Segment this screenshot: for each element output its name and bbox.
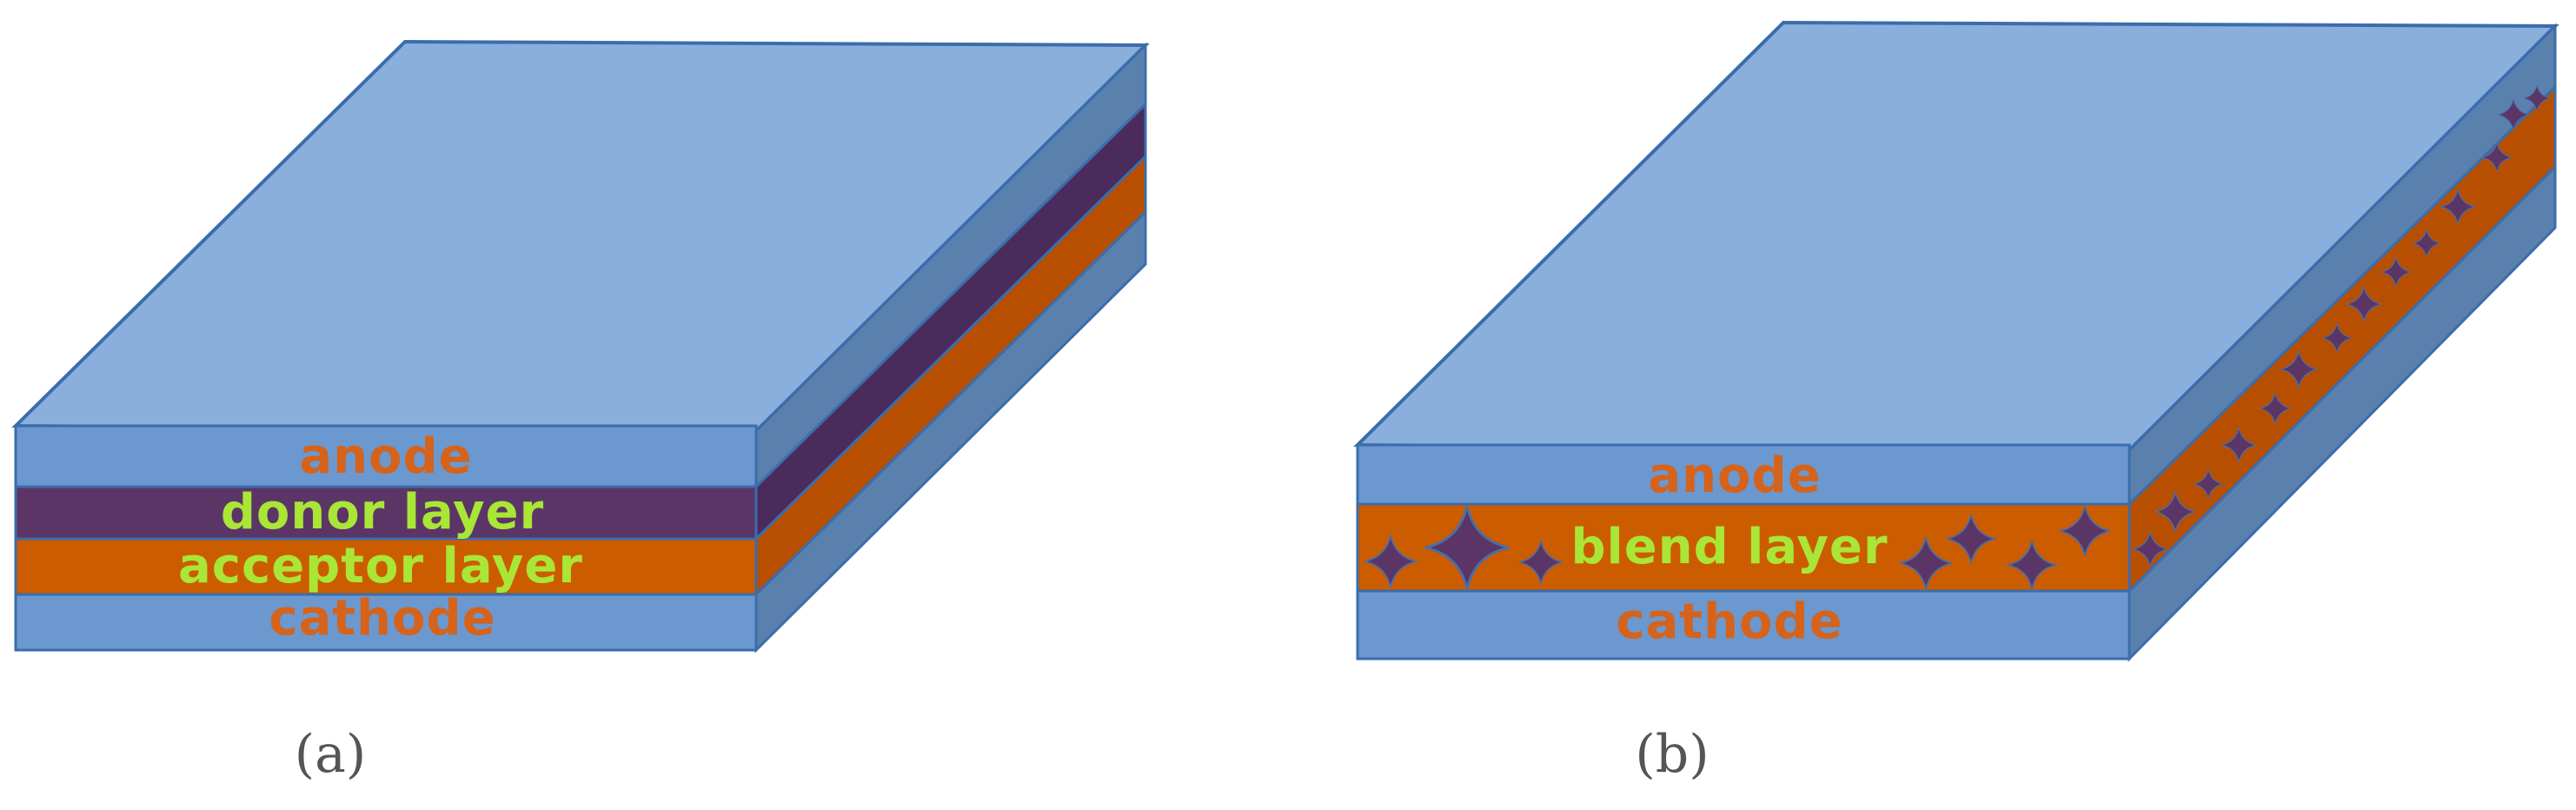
caption-b: (b): [1635, 724, 1709, 785]
blend-device: anode blend layer cathode (b): [1353, 20, 2559, 785]
device-b-anode: [1356, 443, 2131, 506]
caption-a: (a): [295, 724, 367, 785]
device-a-anode: [14, 424, 758, 488]
label-b-cathode: cathode: [1616, 594, 1842, 650]
label-a-acceptor: acceptor layer: [178, 538, 583, 594]
label-b-blend: blend layer: [1570, 519, 1888, 575]
label-b-anode: anode: [1648, 448, 1821, 504]
label-a-anode: anode: [299, 428, 472, 485]
device-a-donor: [14, 485, 758, 541]
label-a-cathode: cathode: [269, 590, 495, 647]
label-a-donor: donor layer: [221, 484, 544, 541]
bilayer-device: anode donor layer acceptor layer cathode…: [11, 39, 1150, 785]
device-a-cathode: [14, 593, 758, 652]
device-b-cathode: [1356, 589, 2131, 661]
